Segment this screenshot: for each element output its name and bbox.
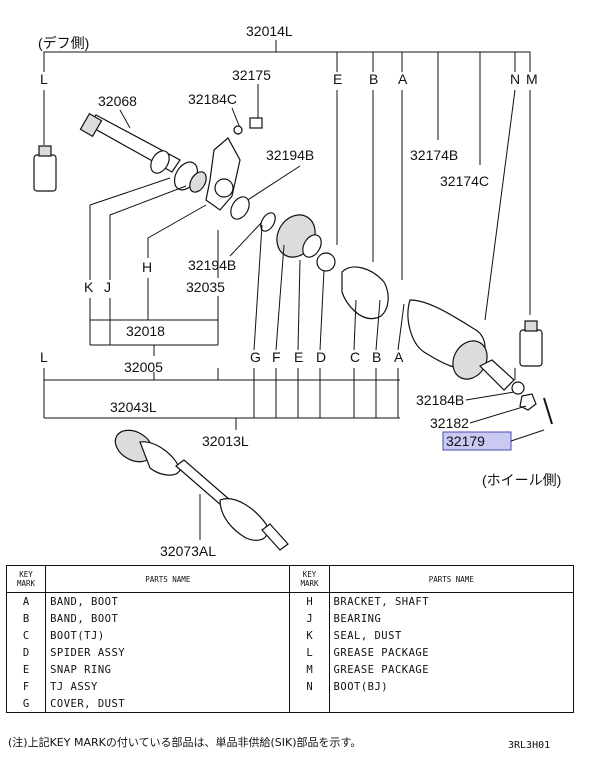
key-mark: J <box>289 610 330 627</box>
part-32043L: 32043L <box>110 399 157 415</box>
key-C-bottom: C <box>350 349 360 365</box>
key-mark: H <box>289 592 330 610</box>
key-D-bottom: D <box>316 349 326 365</box>
key-mark: D <box>5 644 47 661</box>
part-name: BAND, BOOT <box>45 592 291 610</box>
part-name: SNAP RING <box>45 661 291 678</box>
part-32068: 32068 <box>98 93 137 109</box>
part-32184C: 32184C <box>188 91 237 107</box>
table-row: A BAND, BOOT H BRACKET, SHAFT <box>5 592 575 610</box>
part-32182: 32182 <box>430 415 469 431</box>
part-name: BOOT(TJ) <box>45 627 291 644</box>
parts-name-header-left: PARTS NAME <box>45 565 291 593</box>
part-name: GREASE PACKAGE <box>328 644 575 661</box>
key-mark: K <box>289 627 330 644</box>
part-32014L: 32014L <box>246 23 293 39</box>
part-name: COVER, DUST <box>45 695 291 713</box>
key-mark <box>289 695 330 713</box>
footnote: (注)上記KEY MARKの付いている部品は、単品非供給(SIK)部品を示す。 <box>8 736 362 749</box>
key-G-bottom: G <box>250 349 261 365</box>
key-B-bottom: B <box>372 349 381 365</box>
diff-side-label: (デフ側) <box>38 35 89 51</box>
part-32073AL: 32073AL <box>160 543 216 559</box>
key-mark: A <box>5 592 47 610</box>
part-32035: 32035 <box>186 279 225 295</box>
part-32194B-mid: 32194B <box>188 257 236 273</box>
part-32174C: 32174C <box>440 173 489 189</box>
part-name: TJ ASSY <box>45 678 291 695</box>
key-H: H <box>142 259 152 275</box>
part-name: BAND, BOOT <box>45 610 291 627</box>
part-32175: 32175 <box>232 67 271 83</box>
grease-package-L-top <box>33 145 57 192</box>
parts-diagram: (デフ側) (ホイール側) 32014L L E B A N M 32068 3… <box>33 23 561 559</box>
table-row: G COVER, DUST <box>5 695 575 713</box>
part-32005: 32005 <box>124 359 163 375</box>
key-mark: F <box>5 678 47 695</box>
part-name: SPIDER ASSY <box>45 644 291 661</box>
driveshaft-assembly-32073AL <box>114 429 289 551</box>
part-32179: 32179 <box>446 433 485 449</box>
table-row: E SNAP RING M GREASE PACKAGE <box>5 661 575 678</box>
part-32194B-top: 32194B <box>266 147 314 163</box>
inner-shaft-assembly <box>79 112 553 425</box>
key-mark: E <box>5 661 47 678</box>
key-E-top: E <box>333 71 342 87</box>
part-32174B: 32174B <box>410 147 458 163</box>
part-name: BOOT(BJ) <box>328 678 575 695</box>
part-32184B: 32184B <box>416 392 464 408</box>
key-mark: G <box>5 695 47 713</box>
part-name: GREASE PACKAGE <box>328 661 575 678</box>
key-N-top: N <box>510 71 520 87</box>
key-A-bottom: A <box>394 349 404 365</box>
key-A-top: A <box>398 71 408 87</box>
table-row: D SPIDER ASSY L GREASE PACKAGE <box>5 644 575 661</box>
key-L-top: L <box>40 71 48 87</box>
part-32013L: 32013L <box>202 433 249 449</box>
key-E-bottom: E <box>294 349 303 365</box>
diagram-code: 3RL3H01 <box>508 740 551 751</box>
key-mark: B <box>5 610 47 627</box>
part-name: BRACKET, SHAFT <box>328 592 575 610</box>
key-mark: N <box>289 678 330 695</box>
key-F-bottom: F <box>272 349 281 365</box>
key-L-bottom: L <box>40 349 48 365</box>
part-name <box>328 695 575 713</box>
table-row: C BOOT(TJ) K SEAL, DUST <box>5 627 575 644</box>
part-32018: 32018 <box>126 323 165 339</box>
parts-name-header-right: PARTS NAME <box>328 565 575 593</box>
wheel-side-label: (ホイール側) <box>482 472 561 488</box>
key-mark: C <box>5 627 47 644</box>
table-row: F TJ ASSY N BOOT(BJ) <box>5 678 575 695</box>
key-J: J <box>104 279 111 295</box>
key-mark: L <box>289 644 330 661</box>
part-name: BEARING <box>328 610 575 627</box>
key-K: K <box>84 279 94 295</box>
key-mark: M <box>289 661 330 678</box>
key-B-top: B <box>369 71 378 87</box>
key-M-top: M <box>526 71 538 87</box>
part-name: SEAL, DUST <box>328 627 575 644</box>
grease-package-M <box>519 320 543 367</box>
table-row: B BAND, BOOT J BEARING <box>5 610 575 627</box>
